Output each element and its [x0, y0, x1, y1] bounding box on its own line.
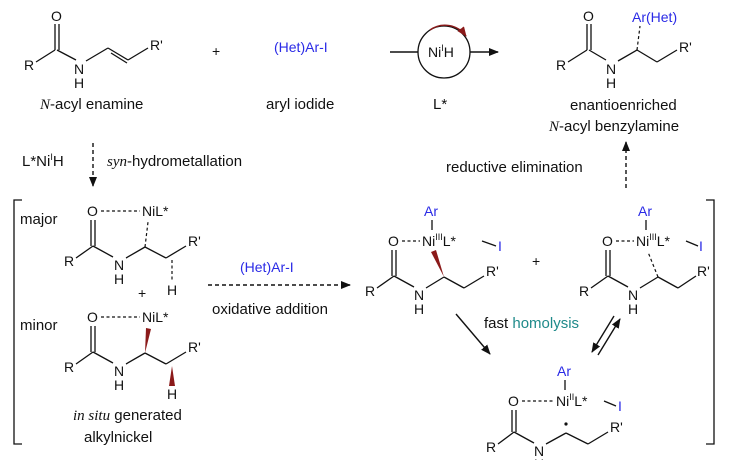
svg-text:O: O: [51, 8, 62, 24]
oxidative-addition-label: oxidative addition: [212, 301, 328, 318]
ligand-label: L*: [433, 96, 447, 113]
svg-text:R': R': [697, 263, 710, 279]
product-label-line2: N-acyl benzylamine: [548, 118, 679, 135]
svg-text:N: N: [628, 287, 638, 303]
n-acyl-enamine-label: N-acyl enamine: [39, 96, 143, 113]
svg-text:R': R': [486, 263, 499, 279]
nickel-iii-complex-major: Ar O NiIIIL* I R N H R': [365, 203, 502, 317]
svg-text:N: N: [74, 61, 84, 77]
svg-text:N: N: [114, 257, 124, 273]
svg-text:H: H: [167, 282, 177, 298]
svg-text:H: H: [534, 456, 544, 460]
svg-text:Ar: Ar: [424, 203, 438, 219]
svg-text:Ar: Ar: [638, 203, 652, 219]
svg-text:O: O: [388, 233, 399, 249]
plus-sign-top: +: [212, 43, 220, 59]
svg-text:R': R': [679, 39, 692, 55]
svg-text:H: H: [114, 271, 124, 287]
svg-text:N: N: [534, 443, 544, 459]
catalytic-arrow: NiIH: [390, 24, 499, 79]
svg-text:H: H: [606, 75, 616, 91]
plus-sign-intermediates: +: [138, 285, 146, 301]
svg-text:R: R: [486, 439, 496, 455]
aryl-iodide-formula: (Het)Ar-I: [274, 39, 328, 55]
hydrometallation-label: syn-hydrometallation: [107, 153, 242, 170]
insitu-label: in situ generated: [73, 407, 182, 424]
svg-text:R: R: [24, 57, 34, 73]
svg-text:H: H: [167, 386, 177, 402]
nickel-ii-complex: Ar O NiIIL* I R N H R': [486, 363, 623, 460]
svg-text:I: I: [618, 398, 622, 414]
svg-text:NiL*: NiL*: [142, 309, 169, 325]
oxidative-addition-reagent: (Het)Ar-I: [240, 259, 294, 275]
svg-text:O: O: [583, 8, 594, 24]
nickel-iii-complex-minor: Ar O NiIIIL* I R N H R': [579, 203, 710, 317]
svg-text:O: O: [87, 309, 98, 325]
product-label-line1: enantioenriched: [570, 97, 677, 114]
major-alkylnickel: O NiL* R N H R' H: [64, 203, 201, 298]
homolysis-arrow: [455, 313, 491, 355]
svg-text:NiIIL*: NiIIL*: [556, 392, 588, 409]
alkylnickel-label: alkylnickel: [84, 429, 152, 446]
aryl-iodide-label: aryl iodide: [266, 96, 334, 113]
hydrometallation-reagent: L*NiIH: [22, 152, 64, 170]
svg-text:NiL*: NiL*: [142, 203, 169, 219]
svg-text:N: N: [606, 61, 616, 77]
svg-text:Ar: Ar: [557, 363, 571, 379]
major-label: major: [20, 211, 58, 228]
svg-text:H: H: [628, 301, 638, 317]
equilibrium-arrows: [591, 315, 621, 356]
svg-text:O: O: [602, 233, 613, 249]
svg-text:NiIIIL*: NiIIIL*: [422, 232, 457, 249]
svg-text:O: O: [87, 203, 98, 219]
homolysis-label: fast homolysis: [484, 315, 579, 332]
svg-text:R: R: [365, 283, 375, 299]
svg-text:I: I: [498, 238, 502, 254]
svg-text:N: N: [414, 287, 424, 303]
left-bracket: [13, 199, 22, 445]
svg-text:R': R': [188, 339, 201, 355]
svg-text:R': R': [610, 419, 623, 435]
svg-text:H: H: [414, 301, 424, 317]
svg-text:N: N: [114, 363, 124, 379]
svg-text:NiIIIL*: NiIIIL*: [636, 232, 671, 249]
ni-h-catalyst: NiIH: [428, 43, 454, 60]
minor-alkylnickel: O NiL* R N H R' H: [64, 309, 201, 402]
svg-text:R': R': [188, 233, 201, 249]
n-acyl-enamine-structure: R O N H R': [24, 8, 163, 91]
minor-label: minor: [20, 317, 58, 334]
svg-text:O: O: [508, 393, 519, 409]
right-bracket: [706, 199, 715, 445]
svg-text:H: H: [74, 75, 84, 91]
svg-text:H: H: [114, 377, 124, 393]
svg-text:R: R: [579, 283, 589, 299]
plus-sign-niiii: +: [532, 253, 540, 269]
product-aryl-substituent: Ar(Het): [632, 9, 677, 25]
svg-text:R': R': [150, 37, 163, 53]
svg-text:R: R: [64, 359, 74, 375]
product-structure: R O N H Ar(Het) R': [556, 8, 692, 91]
reductive-elimination-label: reductive elimination: [446, 159, 583, 176]
svg-text:R: R: [64, 253, 74, 269]
svg-text:R: R: [556, 57, 566, 73]
svg-text:I: I: [699, 238, 703, 254]
